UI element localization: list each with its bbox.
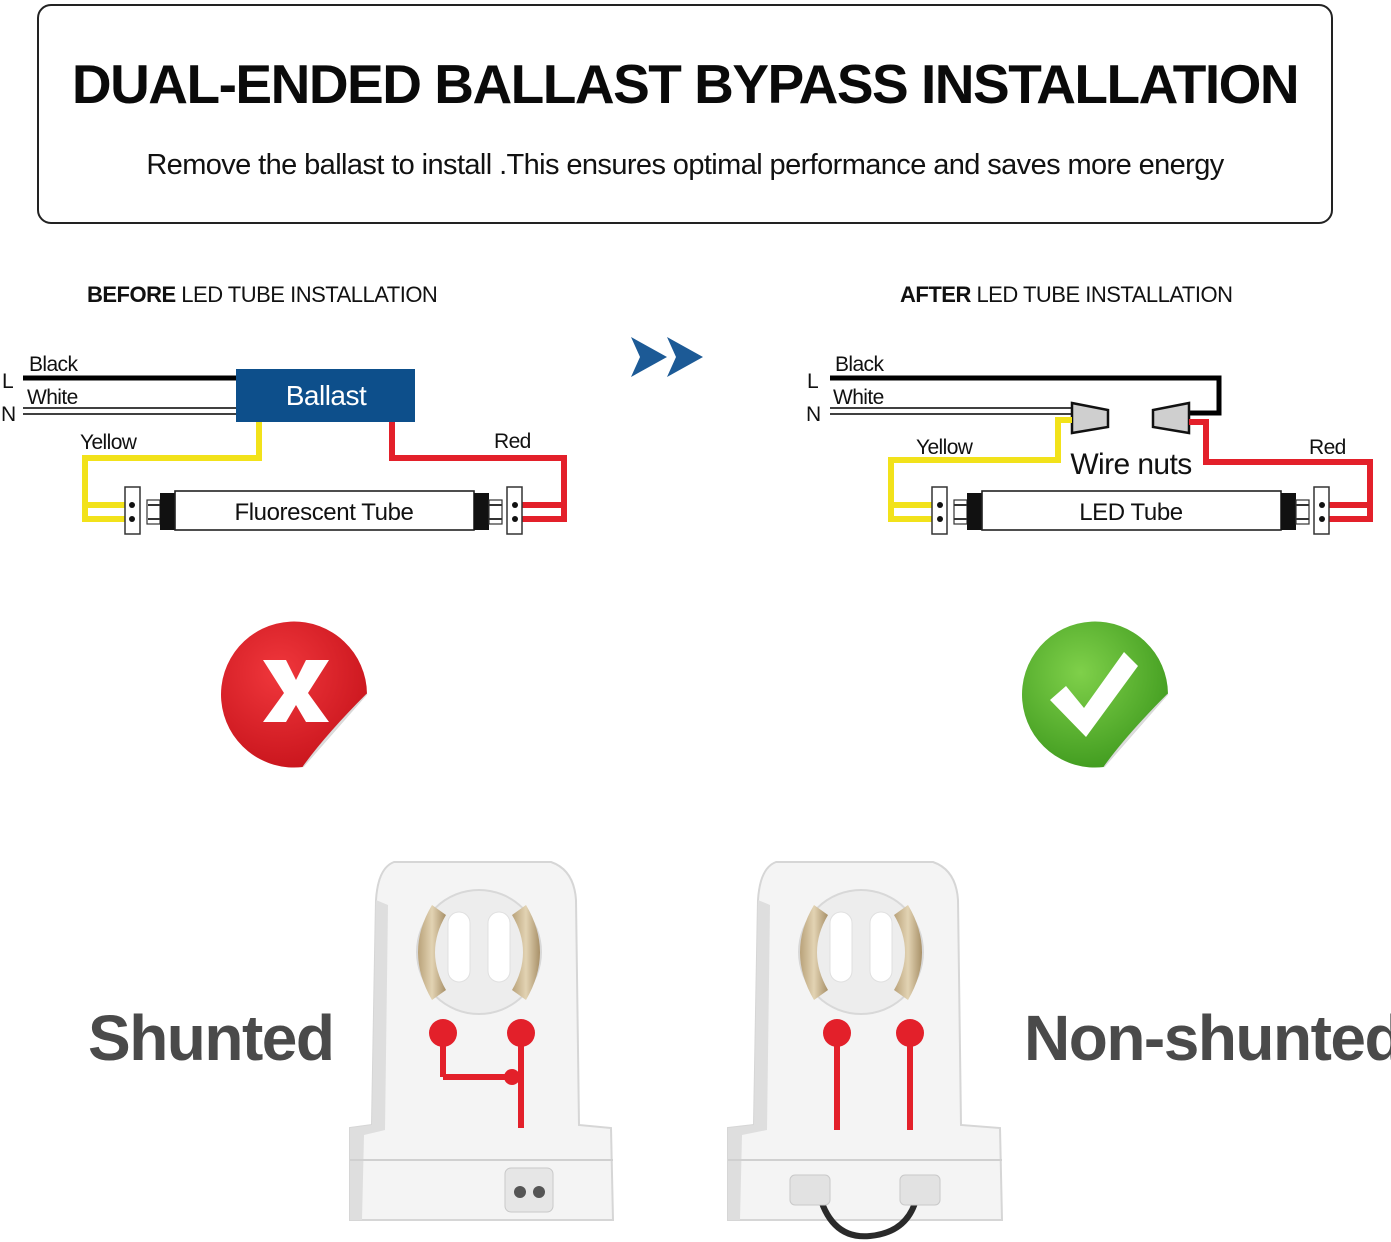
shunted-socket-icon [349,861,615,1221]
before-label-bold: BEFORE [87,282,176,307]
after-yellow-label: Yellow [916,436,974,459]
after-left-socket [931,486,948,535]
after-section-label: AFTER LED TUBE INSTALLATION [900,282,1233,308]
before-line-label: L [2,370,13,393]
before-tube-endcap-right [474,493,489,530]
double-chevron-icon [631,337,703,377]
led-tube [981,490,1282,531]
after-label-bold: AFTER [900,282,971,307]
wire-nut-left-icon [1070,401,1110,435]
before-yellow-label: Yellow [80,431,138,454]
before-section-label: BEFORE LED TUBE INSTALLATION [87,282,438,308]
x-icon [221,621,368,768]
before-black-label: Black [29,353,78,376]
wire-nut-right-icon [1151,401,1191,435]
non-shunted-socket-icon [727,861,1004,1240]
after-white-label: White [833,386,884,409]
non-shunted-label: Non-shunted [1024,1002,1391,1074]
before-white-label: White [27,386,78,409]
after-right-socket [1313,486,1330,535]
before-right-socket [506,486,523,535]
after-red-wire [1189,419,1373,522]
after-black-label: Black [835,353,884,376]
after-red-label: Red [1309,436,1346,459]
led-tube-label: LED Tube [1079,499,1183,526]
after-neutral-label: N [806,403,821,426]
ballast-label: Ballast [286,380,367,411]
page-title: DUAL-ENDED BALLAST BYPASS INSTALLATION [71,53,1300,115]
after-diagram: L N Black White Wire nuts Yellow Red LED… [806,353,1373,535]
before-yellow-wire [82,422,262,522]
ballast-box [236,369,415,422]
after-black-wire [830,375,1222,416]
before-diagram: L N Black White Ballast Yellow Red Fluor… [1,353,567,535]
after-label-rest: LED TUBE INSTALLATION [970,282,1233,307]
header-box: DUAL-ENDED BALLAST BYPASS INSTALLATION R… [37,4,1333,224]
after-tube-endcap-right [1281,493,1296,530]
before-neutral-label: N [1,403,16,426]
before-tube-endcap-left [160,493,175,530]
before-left-socket [124,486,141,535]
fluorescent-tube-label: Fluorescent Tube [234,499,413,526]
page-subtitle: Remove the ballast to install .This ensu… [146,149,1224,181]
shunted-label: Shunted [88,1002,333,1074]
before-red-label: Red [494,430,531,453]
after-tube-endcap-left [967,493,982,530]
after-line-label: L [807,370,818,393]
before-red-wire [389,422,567,522]
after-yellow-wire [888,417,1072,522]
check-icon [1022,621,1169,768]
wire-nuts-label: Wire nuts [1070,448,1191,481]
before-label-rest: LED TUBE INSTALLATION [175,282,438,307]
